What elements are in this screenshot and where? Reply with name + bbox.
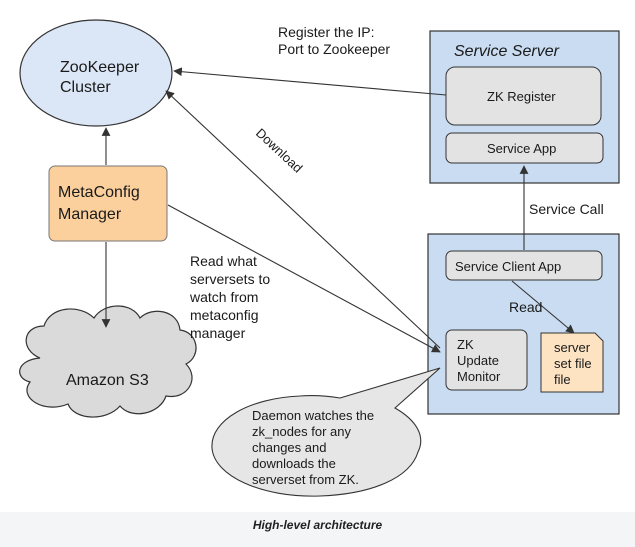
read-what-line2: serversets to bbox=[190, 271, 270, 287]
callout-line4: downloads the bbox=[252, 456, 336, 471]
service-server-title: Service Server bbox=[454, 43, 560, 60]
register-ip-label-line2: Port to Zookeeper bbox=[278, 41, 390, 57]
read-what-line3: watch from bbox=[189, 289, 258, 305]
server-set-file-node bbox=[540, 332, 604, 393]
edge-read-file bbox=[511, 280, 575, 334]
daemon-callout-bubble bbox=[211, 367, 441, 497]
service-client-app-label: Service Client App bbox=[455, 259, 561, 274]
read-what-line5: manager bbox=[190, 325, 246, 341]
edge-register-ip bbox=[173, 67, 447, 96]
service-app-label: Service App bbox=[487, 141, 556, 156]
zk-update-monitor-line3: Monitor bbox=[457, 369, 501, 384]
service-app-node bbox=[445, 132, 604, 164]
callout-line5: serverset from ZK. bbox=[252, 472, 359, 487]
zk-update-monitor-line1: ZK bbox=[457, 337, 474, 352]
edge-read-metaconfig bbox=[167, 204, 441, 353]
server-set-file-line3: file bbox=[554, 372, 571, 387]
callout-line3: changes and bbox=[252, 440, 326, 455]
callout-line2: zk_nodes for any bbox=[252, 424, 352, 439]
read-what-line4: metaconfig bbox=[190, 307, 258, 323]
zookeeper-label-line1: ZooKeeper bbox=[60, 59, 140, 76]
zk-update-monitor-node bbox=[445, 329, 528, 391]
edge-download bbox=[165, 90, 441, 349]
amazon-s3-cloud bbox=[19, 305, 197, 418]
caption-bar bbox=[0, 512, 635, 547]
server-set-file-line2: set file bbox=[554, 356, 592, 371]
read-label: Read bbox=[509, 299, 542, 315]
service-client-app-node bbox=[445, 250, 603, 281]
zk-register-label: ZK Register bbox=[487, 89, 556, 104]
callout-line1: Daemon watches the bbox=[252, 408, 374, 423]
s3-label: Amazon S3 bbox=[66, 372, 149, 389]
figure-caption: High-level architecture bbox=[252, 518, 383, 532]
service-call-label: Service Call bbox=[529, 201, 604, 217]
zookeeper-label-line2: Cluster bbox=[60, 79, 111, 96]
register-ip-label-line1: Register the IP: bbox=[278, 24, 375, 40]
metaconfig-label-line2: Manager bbox=[58, 206, 122, 223]
zookeeper-cluster-node bbox=[19, 19, 173, 127]
metaconfig-label-line1: MetaConfig bbox=[58, 184, 140, 201]
metaconfig-manager-node bbox=[48, 165, 168, 242]
server-set-file-line1: server bbox=[554, 340, 591, 355]
zk-register-node bbox=[445, 66, 602, 126]
download-label: Download bbox=[253, 125, 306, 175]
zk-update-monitor-line2: Update bbox=[457, 353, 499, 368]
read-what-line1: Read what bbox=[190, 253, 257, 269]
